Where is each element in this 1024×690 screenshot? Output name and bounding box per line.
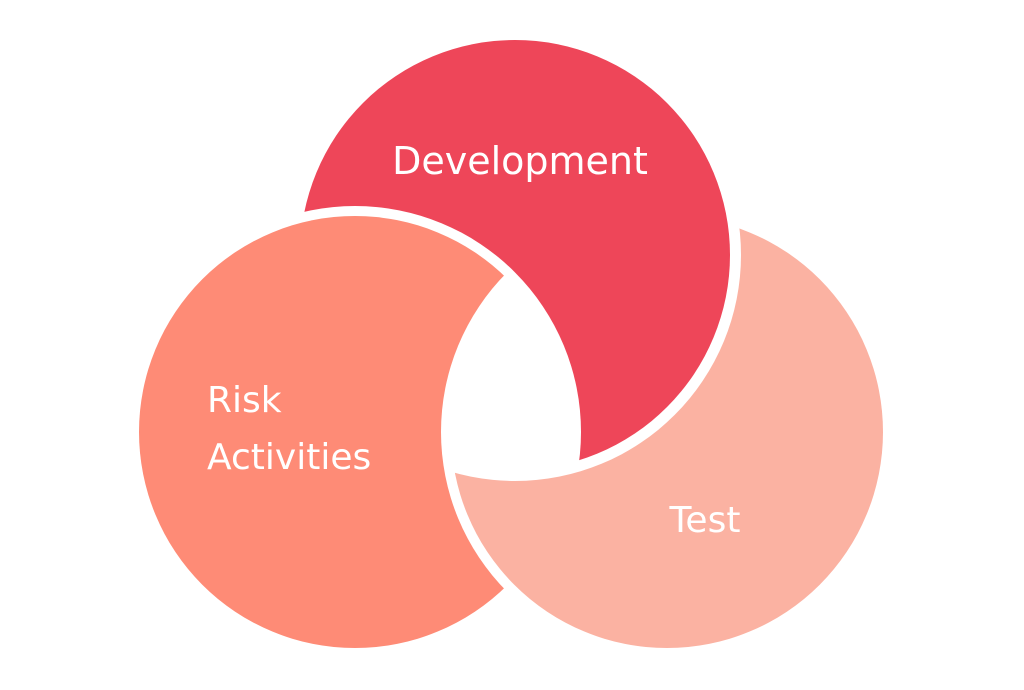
risk-label-line-1: Risk [207, 380, 282, 421]
risk-shape [139, 216, 571, 648]
development-label: Development [392, 139, 648, 183]
risk-crescent [139, 216, 571, 648]
risk-label-line-2: Activities [207, 437, 371, 478]
test-label: Test [669, 500, 741, 541]
bridge-label: Bridge [466, 376, 557, 409]
test-crescent [451, 216, 883, 648]
test-shape [451, 216, 883, 648]
